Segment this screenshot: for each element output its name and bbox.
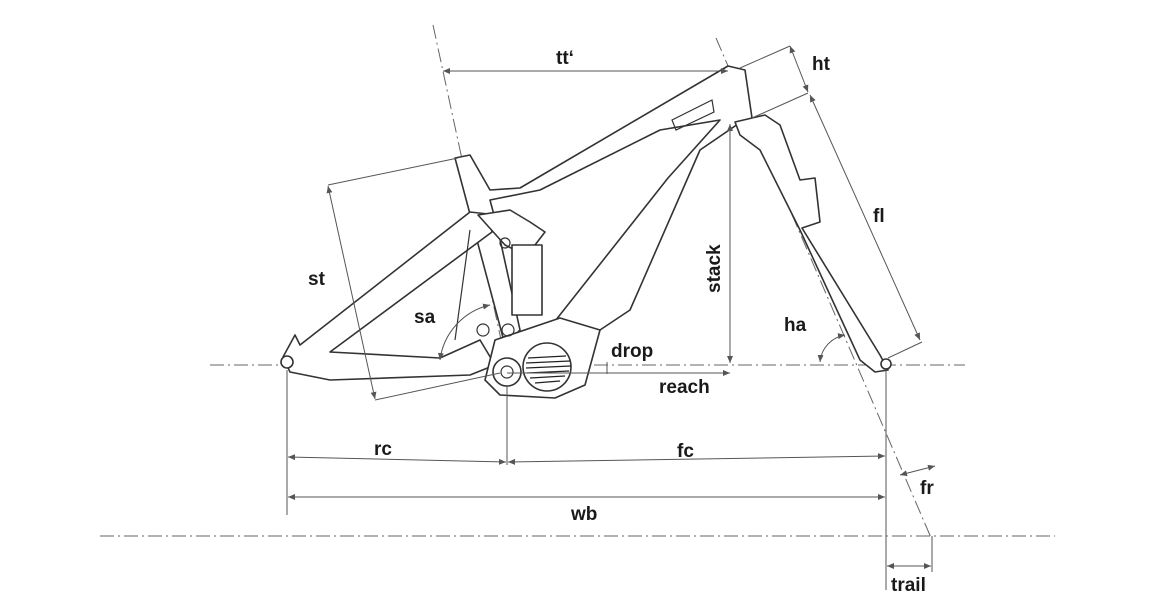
label-fl: fl <box>873 206 885 227</box>
st-dimension <box>326 185 377 400</box>
sa-arc <box>437 303 491 361</box>
rc-dimension <box>287 454 507 465</box>
label-ha: ha <box>784 315 807 336</box>
shock <box>511 244 543 316</box>
label-ht: ht <box>812 54 831 75</box>
label-drop: drop <box>611 341 653 362</box>
label-stack: stack <box>704 244 725 293</box>
ht-dimension <box>789 45 809 93</box>
front-axle <box>880 358 892 370</box>
label-tt: tt‘ <box>556 48 574 69</box>
label-sa: sa <box>414 307 436 328</box>
label-st: st <box>308 269 326 290</box>
ha-arc <box>817 333 846 363</box>
fr-dimension <box>899 464 936 477</box>
label-reach: reach <box>659 377 710 398</box>
label-rc: rc <box>374 439 392 460</box>
label-wb: wb <box>570 504 597 525</box>
label-fr: fr <box>920 478 934 499</box>
rear-axle <box>280 355 294 369</box>
fc-dimension <box>507 453 886 465</box>
bottom-bracket <box>492 357 522 387</box>
label-trail: trail <box>891 575 926 596</box>
label-fc: fc <box>677 441 694 462</box>
fl-dimension <box>809 94 921 341</box>
fork <box>734 114 889 373</box>
